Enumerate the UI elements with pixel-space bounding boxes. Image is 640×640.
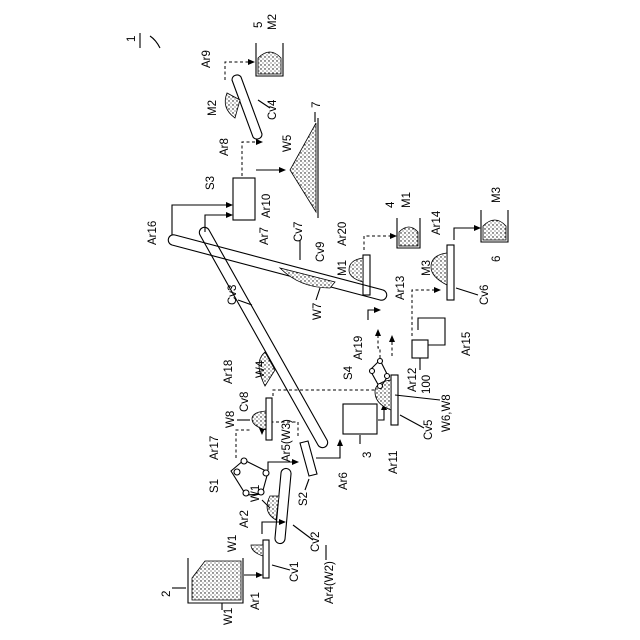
- label-Ar14: Ar14: [431, 210, 443, 235]
- label-Ar7: Ar7: [259, 227, 271, 245]
- label-Ar11: Ar11: [388, 451, 400, 474]
- label-M1-cv9: M1: [337, 260, 349, 276]
- label-Cv6: Cv6: [479, 285, 491, 305]
- conveyor-cv8: Cv8 W8: [225, 392, 272, 440]
- label-W6W8: W6,W8: [441, 394, 453, 432]
- separator-s4: S4: [343, 359, 390, 389]
- label-S3: S3: [205, 176, 217, 190]
- bin6-ref: 6: [491, 256, 503, 262]
- separator-s1: S1: [209, 458, 269, 496]
- system-reference: 1: [126, 33, 160, 48]
- bin-5: 5 M2: [253, 14, 283, 76]
- pile7-ref: 7: [311, 102, 323, 108]
- arrow-ar9: [225, 62, 254, 80]
- separator-s2: S2: [298, 441, 317, 506]
- hopper-material-w1: [192, 561, 241, 600]
- label-W1-cv1: W1: [227, 535, 239, 552]
- label-Cv8: Cv8: [239, 392, 251, 412]
- crusher-3: 3: [343, 404, 377, 458]
- bin6-material: M3: [491, 187, 503, 203]
- bin-4: 4 M1: [385, 192, 420, 248]
- hopper-ref-label: 2: [161, 591, 173, 597]
- label-Ar2: Ar2: [239, 510, 251, 528]
- label-Ar20: Ar20: [337, 222, 349, 246]
- conveyor-cv6: Cv6: [431, 245, 491, 305]
- label-Ar17: Ar17: [209, 436, 221, 460]
- bin4-material: M1: [401, 192, 413, 208]
- pile-7: 7 W5: [282, 102, 323, 218]
- hopper-2: 2 W1: [161, 558, 243, 625]
- arrow-ar2: [262, 522, 285, 534]
- label-Ar12: Ar12: [407, 368, 419, 392]
- bin5-ref: 5: [253, 22, 265, 28]
- label-Cv5: Cv5: [423, 420, 435, 440]
- label-Ar15: Ar15: [461, 332, 473, 356]
- label-Cv1: Cv1: [289, 562, 301, 582]
- label-S4: S4: [343, 365, 355, 380]
- crusher-ref-label: 3: [362, 452, 374, 458]
- label-Ar10: Ar10: [261, 194, 273, 218]
- label-Ar13: Ar13: [395, 276, 407, 300]
- separator-s3: S3: [205, 176, 255, 220]
- bin5-material: M2: [267, 14, 279, 30]
- arrow-ar16: [172, 205, 232, 235]
- label-W4: W4: [255, 360, 267, 378]
- label-Cv4: Cv4: [267, 99, 279, 120]
- label-Ar8: Ar8: [219, 138, 231, 156]
- bin4-ref: 4: [385, 201, 397, 208]
- label-W1-hopper: W1: [223, 608, 235, 625]
- arrow-ar19: [378, 330, 380, 358]
- label-S2: S2: [298, 492, 310, 506]
- label-W8-cv8: W8: [225, 411, 237, 428]
- label-Cv7: Cv7: [293, 222, 305, 242]
- label-Ar9: Ar9: [201, 50, 213, 68]
- label-Cv2: Cv2: [310, 532, 322, 552]
- label-Ar19: Ar19: [353, 336, 365, 360]
- label-Cv9: Cv9: [315, 242, 327, 262]
- arrow-ar17: [236, 430, 252, 458]
- label-Ar18: Ar18: [223, 360, 235, 384]
- label-Ar5: Ar5(W3): [281, 419, 293, 462]
- label-Cv3: Cv3: [227, 285, 239, 305]
- label-S1: S1: [209, 479, 221, 493]
- conveyor-cv2: W1 Cv2: [250, 468, 322, 552]
- label-Ar1: Ar1: [250, 592, 262, 610]
- label-W5: W5: [282, 135, 294, 152]
- arrow-ar8: [242, 142, 262, 176]
- conveyor-cv4: M2 Cv4: [207, 75, 279, 139]
- label-Ar4: Ar4(W2): [324, 561, 336, 604]
- label-M2-cv4: M2: [207, 100, 219, 116]
- arrow-ar13: [412, 290, 440, 336]
- label-Ar16: Ar16: [147, 221, 159, 245]
- bin-6: 6 M3: [481, 187, 508, 262]
- arrow-ar20: [364, 236, 396, 250]
- arrow-ar14: [454, 228, 480, 240]
- label-Ar6: Ar6: [338, 472, 350, 490]
- device-100-label: 100: [421, 375, 433, 394]
- label-W7: W7: [312, 303, 324, 320]
- system-ref-label: 1: [126, 36, 138, 42]
